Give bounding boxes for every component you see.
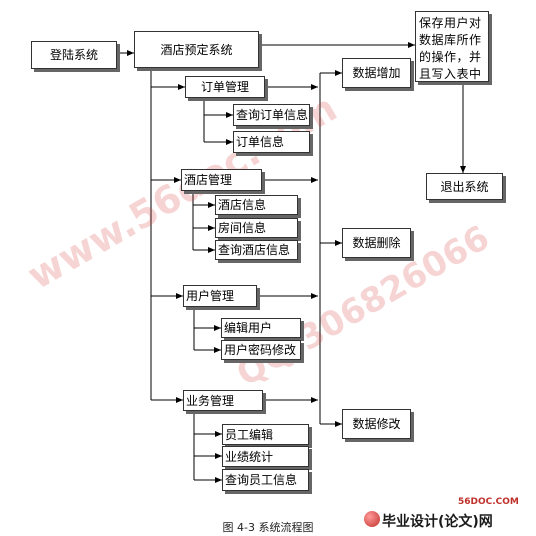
node-order-info: 订单信息 bbox=[233, 131, 310, 153]
node-room-info: 房间信息 bbox=[215, 218, 298, 238]
logo-site-text: 56DOC.COM bbox=[458, 497, 519, 507]
figure-caption: 图 4-3 系统流程图 bbox=[222, 521, 314, 534]
node-perf-stats: 业绩统计 bbox=[222, 446, 309, 467]
logo-name: 毕业设计(论文)网 bbox=[382, 514, 493, 530]
node-staff-edit: 员工编辑 bbox=[222, 424, 309, 445]
node-query-staff: 查询员工信息 bbox=[222, 469, 309, 491]
node-data-add: 数据增加 bbox=[342, 58, 411, 88]
node-query-hotel: 查询酒店信息 bbox=[215, 240, 298, 260]
node-biz-mgmt: 业务管理 bbox=[183, 390, 263, 411]
node-order-mgmt: 订单管理 bbox=[185, 76, 265, 98]
node-user-pwd: 用户密码修改 bbox=[221, 340, 301, 360]
node-login: 登陆系统 bbox=[31, 41, 117, 69]
node-hotel-system: 酒店预定系统 bbox=[134, 31, 259, 68]
logo-mark-icon bbox=[364, 511, 380, 527]
node-query-order: 查询订单信息 bbox=[233, 104, 310, 126]
node-data-delete: 数据删除 bbox=[342, 228, 411, 258]
node-hotel-info: 酒店信息 bbox=[215, 195, 298, 215]
node-save-ops: 保存用户对数据库所作的操作，并且写入表中 bbox=[415, 11, 489, 82]
node-user-mgmt: 用户管理 bbox=[183, 285, 257, 307]
node-data-modify: 数据修改 bbox=[342, 409, 411, 439]
node-edit-user: 编辑用户 bbox=[221, 318, 301, 338]
node-exit-system: 退出系统 bbox=[426, 173, 503, 200]
node-hotel-mgmt: 酒店管理 bbox=[181, 169, 262, 191]
